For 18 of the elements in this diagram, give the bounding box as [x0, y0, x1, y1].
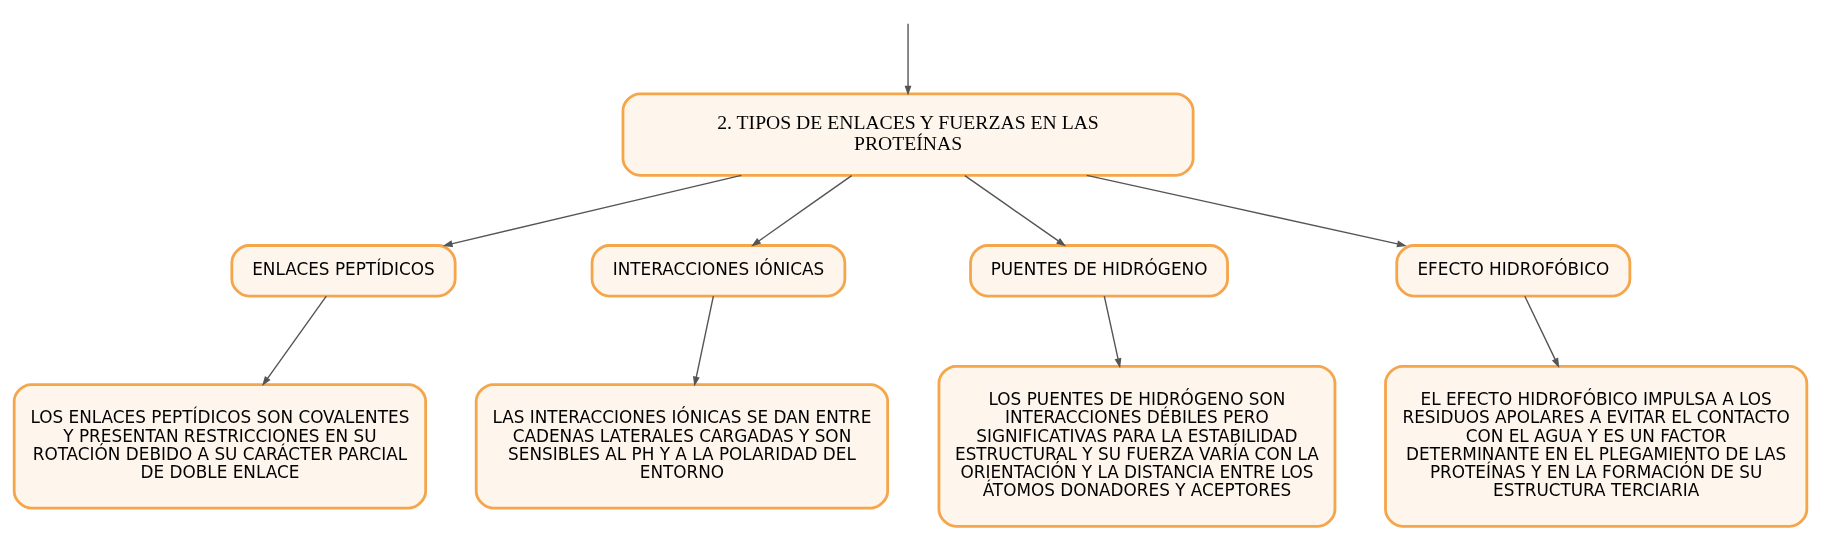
node-box: INTERACCIONES IÓNICAS	[590, 244, 847, 298]
arrow	[693, 295, 715, 387]
arrow	[262, 295, 327, 387]
arrow	[1086, 174, 1407, 248]
arrow	[964, 174, 1067, 247]
arrow	[442, 174, 743, 248]
arrow	[751, 174, 853, 247]
node-box: LAS INTERACCIONES IÓNICAS SE DAN ENTRE CADENAS LATERALES CARGADAS Y SON SENSIBLES AL PH Y A LA POLARIDAD DEL ENTORNO	[474, 383, 890, 510]
node-box: ENLACES PEPTÍDICOS	[230, 244, 457, 298]
arrow	[1103, 295, 1122, 369]
node-box: EFECTO HIDROFÓBICO	[1395, 244, 1632, 298]
node-box: LOS ENLACES PEPTÍDICOS SON COVALENTES Y PRESENTAN RESTRICCIONES EN SU ROTACIÓN DEBIDO A SU CARÁCTER PARCIAL DE DOBLE ENLACE	[12, 383, 428, 510]
arrow	[904, 23, 912, 96]
node-box: LOS PUENTES DE HIDRÓGENO SON INTERACCIONES DÉBILES PERO SIGNIFICATIVAS PARA LA ESTABILIDAD ESTRUCTURAL Y SU FUERZA VARÍA CON LA ORIENTACIÓN Y LA DISTANCIA ENTRE LOS ÁTOMOS DONADORES Y ACEPTORES	[937, 364, 1337, 528]
arrow	[1524, 295, 1560, 368]
node-box: 2. TIPOS DE ENLACES Y FUERZAS EN LAS PROTEÍNAS	[621, 92, 1195, 177]
node-box: EL EFECTO HIDROFÓBICO IMPULSA A LOS RESIDUOS APOLARES A EVITAR EL CONTACTO CON EL AGUA Y ES UN FACTOR DETERMINANTE EN EL PLEGAMIENTO DE LAS PROTEÍNAS Y EN LA FORMACIÓN DE SU ESTRUCTURA TERCIARIA	[1384, 364, 1809, 528]
node-box: PUENTES DE HIDRÓGENO	[969, 244, 1229, 298]
